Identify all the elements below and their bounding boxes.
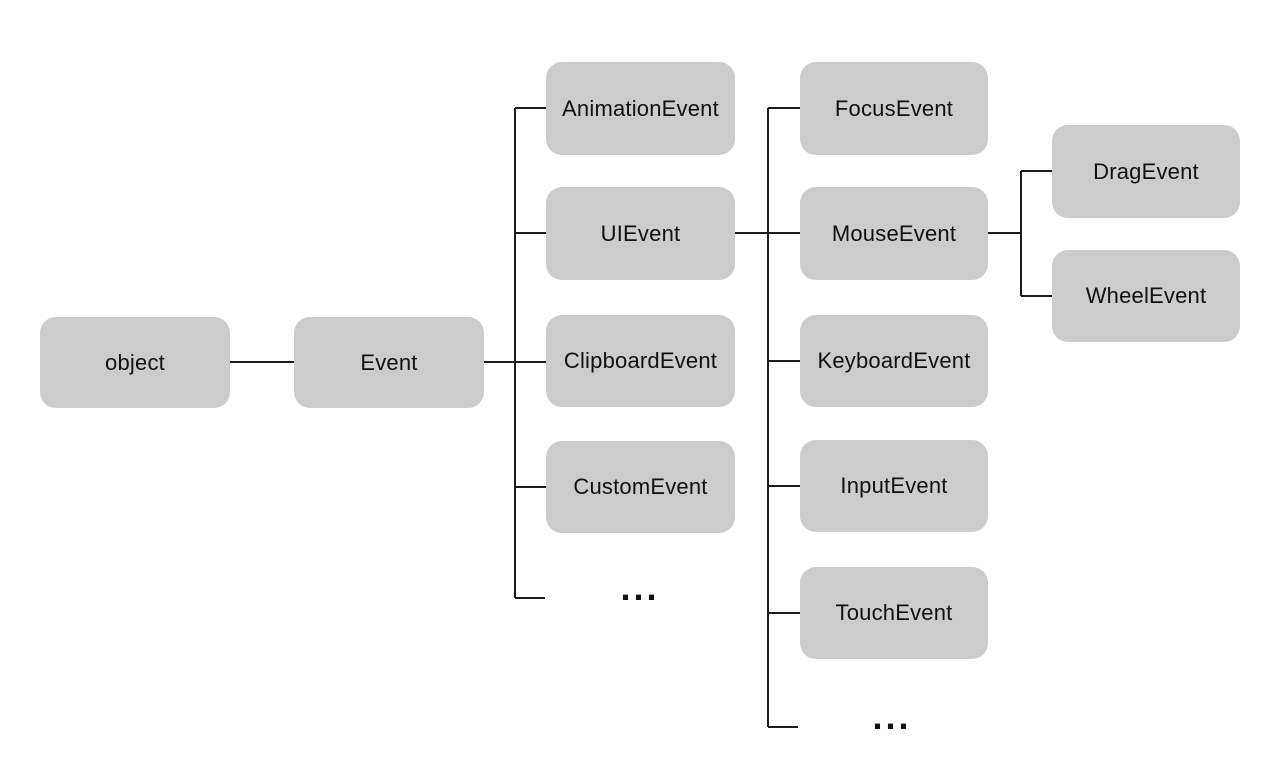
ui-children-ellipsis: ... [872,695,912,737]
node-touch-event: TouchEvent [800,567,988,659]
event-children-ellipsis: ... [620,566,660,608]
node-event: Event [294,317,484,408]
node-drag-event: DragEvent [1052,125,1240,218]
node-mouse-event: MouseEvent [800,187,988,280]
node-animation-event: AnimationEvent [546,62,735,155]
node-custom-event: CustomEvent [546,441,735,533]
node-wheel-event: WheelEvent [1052,250,1240,342]
node-input-event: InputEvent [800,440,988,532]
node-focus-event: FocusEvent [800,62,988,155]
node-keyboard-event: KeyboardEvent [800,315,988,407]
node-clipboard-event: ClipboardEvent [546,315,735,407]
node-ui-event: UIEvent [546,187,735,280]
node-object: object [40,317,230,408]
